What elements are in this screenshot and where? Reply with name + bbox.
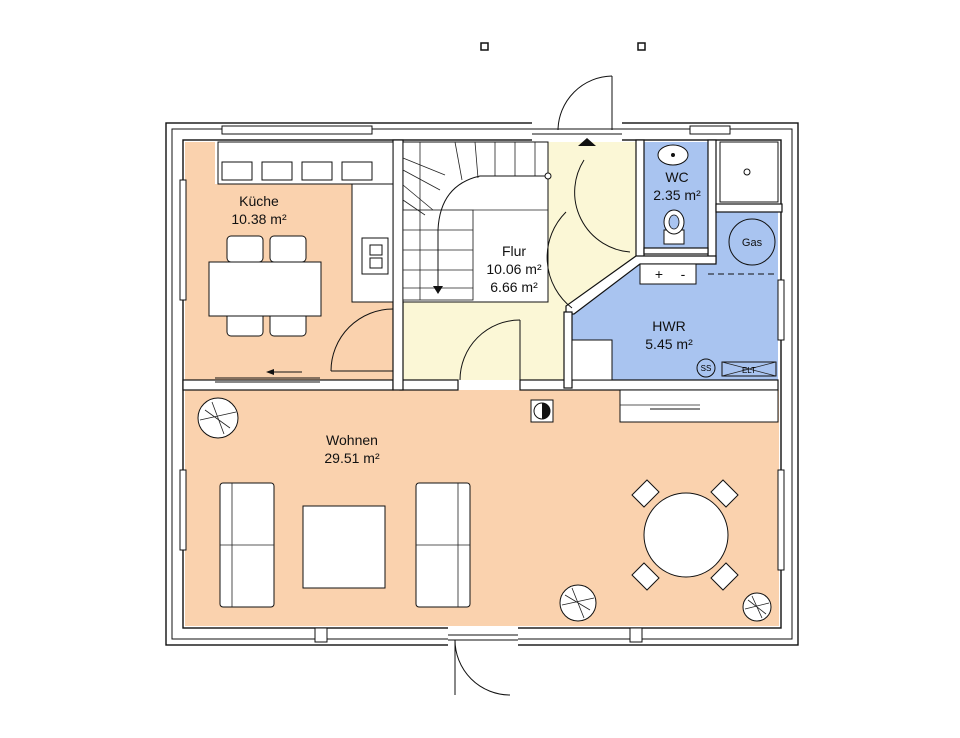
ss-label: SS bbox=[701, 364, 712, 373]
flur-area-1: 10.06 m² bbox=[486, 261, 542, 277]
marker-left bbox=[480, 42, 489, 51]
gas-boiler bbox=[728, 218, 776, 266]
wohnen-area: 29.51 m² bbox=[324, 450, 380, 466]
wohnen-name: Wohnen bbox=[326, 432, 378, 448]
wc-area: 2.35 m² bbox=[653, 187, 701, 203]
minus-label: - bbox=[681, 266, 686, 282]
coffee-table bbox=[302, 505, 386, 589]
light-symbol bbox=[530, 399, 554, 423]
kueche-name: Küche bbox=[239, 193, 279, 209]
hwr-name: HWR bbox=[652, 318, 685, 334]
interior-walls bbox=[182, 139, 783, 391]
elt-label: ELT bbox=[742, 366, 756, 375]
gas-label: Gas bbox=[742, 237, 763, 249]
staircase bbox=[402, 141, 552, 303]
kitchen-table bbox=[208, 235, 322, 337]
wc-fixtures bbox=[657, 141, 779, 245]
kitchen-units bbox=[217, 141, 394, 303]
dining-table bbox=[631, 479, 739, 591]
kueche-area: 10.38 m² bbox=[231, 211, 287, 227]
hwr-area: 5.45 m² bbox=[645, 336, 693, 352]
sofa-left bbox=[219, 482, 275, 608]
sliding-door bbox=[215, 369, 320, 383]
hwr-fill bbox=[572, 212, 778, 380]
flur-area-2: 6.66 m² bbox=[490, 279, 538, 295]
plants bbox=[197, 397, 772, 622]
ss-marker bbox=[696, 358, 716, 378]
openings bbox=[179, 121, 785, 647]
doors bbox=[330, 75, 631, 696]
wc-name: WC bbox=[665, 169, 688, 185]
sofa-right bbox=[415, 482, 471, 608]
flur-name: Flur bbox=[502, 243, 526, 259]
kueche-strip-fill bbox=[185, 142, 215, 186]
hwr-fixtures: Gas + - SS ELT bbox=[571, 218, 778, 381]
sideboard bbox=[619, 389, 779, 423]
plus-label: + bbox=[655, 266, 663, 282]
marker-right bbox=[637, 42, 646, 51]
